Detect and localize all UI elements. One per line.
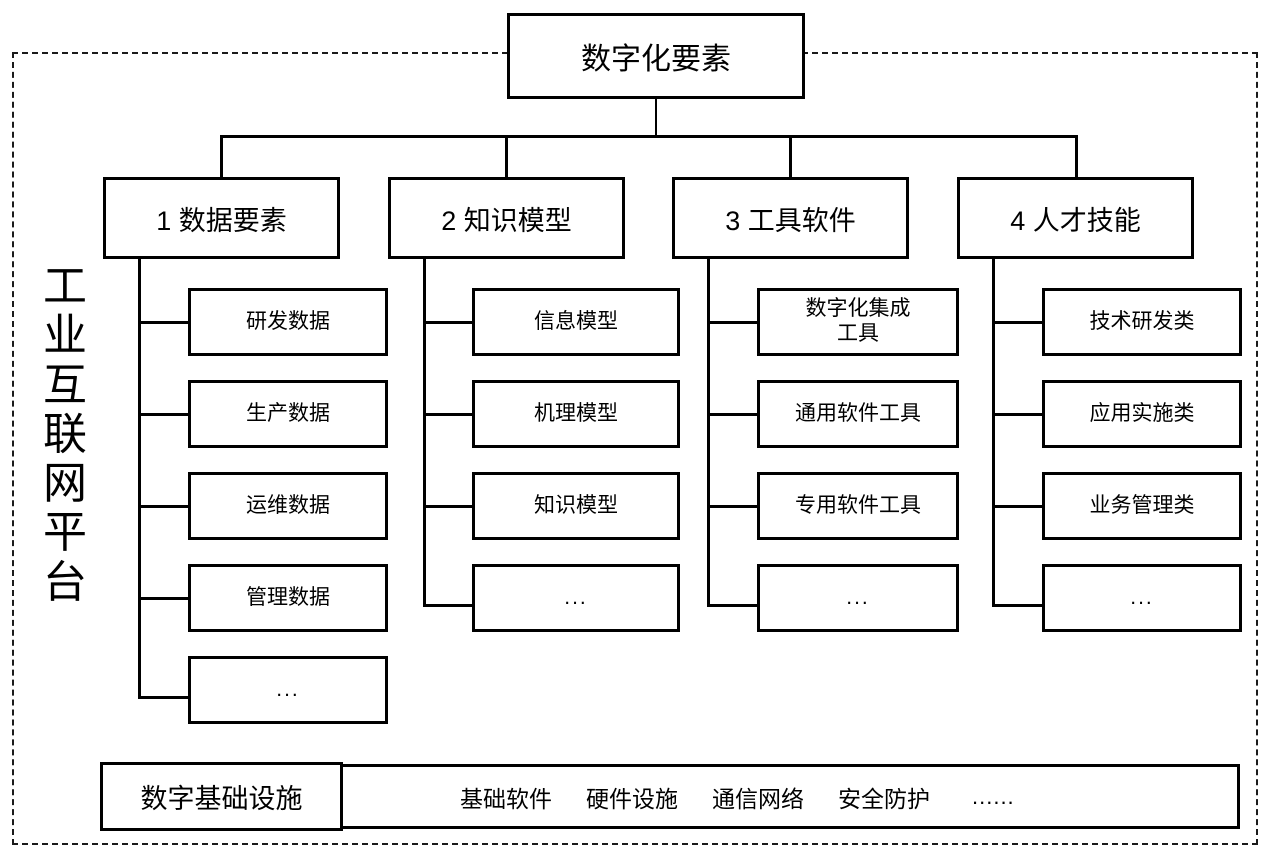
connector-bus-drop-1 [220,135,223,177]
leaf-node-label: 运维数据 [246,493,330,517]
category-node-label: 3 工具软件 [725,205,856,236]
leaf-node-2-1: 信息模型 [472,288,680,356]
connector-bus-drop-2 [505,135,508,177]
connector-stub-2-1 [423,321,475,324]
leaf-node-3-4: ... [757,564,959,632]
platform-label-char: 工 [43,262,87,311]
connector-stub-4-3 [992,505,1044,508]
platform-label-char: 联 [43,409,87,459]
connector-stub-4-2 [992,413,1044,416]
leaf-node-4-1: 技术研发类 [1042,288,1242,356]
connector-stub-4-1 [992,321,1044,324]
connector-stub-2-3 [423,505,475,508]
category-node-label: 4 人才技能 [1010,205,1141,236]
connector-spine-2 [423,259,426,607]
connector-stub-1-1 [138,321,190,324]
infrastructure-item-ellipsis: ...... [972,783,1015,809]
leaf-node-label: ... [1130,585,1154,609]
connector-stub-4-4 [992,604,1044,607]
leaf-node-label: 管理数据 [246,585,330,609]
infrastructure-item: 基础软件 [460,785,552,812]
category-node-2: 2 知识模型 [388,177,625,259]
leaf-node-3-1: 数字化集成 工具 [757,288,959,356]
infrastructure-item: 通信网络 [712,785,804,812]
platform-label-char: 台 [43,557,87,607]
leaf-node-label: ... [846,585,870,609]
leaf-node-label: 数字化集成 工具 [805,297,911,345]
root-node-digital-elements: 数字化要素 [507,13,805,99]
connector-root-bus [220,135,1078,138]
connector-spine-4 [992,259,995,607]
leaf-node-2-4: ... [472,564,680,632]
leaf-node-label: 知识模型 [534,493,618,517]
leaf-node-3-2: 通用软件工具 [757,380,959,448]
leaf-node-label: 应用实施类 [1089,401,1195,425]
leaf-node-1-1: 研发数据 [188,288,388,356]
leaf-node-1-4: 管理数据 [188,564,388,632]
connector-spine-1 [138,259,141,699]
leaf-node-1-3: 运维数据 [188,472,388,540]
connector-stub-1-5 [138,696,190,699]
category-node-4: 4 人才技能 [957,177,1194,259]
infrastructure-item-list: 基础软件 硬件设施 通信网络 安全防护 ...... [400,764,1240,829]
leaf-node-label: 机理模型 [534,401,618,425]
leaf-node-label: 技术研发类 [1089,309,1195,333]
platform-vertical-label: 工 业 互 联 网 平 台 [34,262,96,782]
infrastructure-item: 安全防护 [838,785,930,812]
connector-stub-3-2 [707,413,759,416]
connector-bus-drop-4 [1075,135,1078,177]
infrastructure-item: 硬件设施 [586,785,678,812]
infrastructure-title-label: 数字基础设施 [140,784,303,814]
connector-stub-3-4 [707,604,759,607]
leaf-node-1-2: 生产数据 [188,380,388,448]
leaf-node-label: 信息模型 [534,309,618,333]
leaf-node-label: 专用软件工具 [795,493,921,517]
leaf-node-label: ... [276,677,300,701]
connector-stub-2-4 [423,604,475,607]
category-node-label: 1 数据要素 [156,205,287,236]
leaf-node-2-3: 知识模型 [472,472,680,540]
connector-stub-1-3 [138,505,190,508]
leaf-node-3-3: 专用软件工具 [757,472,959,540]
root-node-label: 数字化要素 [581,43,731,76]
connector-stub-3-3 [707,505,759,508]
connector-stub-2-2 [423,413,475,416]
leaf-node-4-2: 应用实施类 [1042,380,1242,448]
leaf-node-label: 业务管理类 [1089,493,1195,517]
leaf-node-2-2: 机理模型 [472,380,680,448]
connector-root-stem [655,99,657,137]
leaf-node-4-4: ... [1042,564,1242,632]
connector-stub-1-4 [138,597,190,600]
category-node-label: 2 知识模型 [441,205,572,236]
category-node-3: 3 工具软件 [672,177,909,259]
platform-label-char: 网 [43,459,87,509]
platform-label-char: 业 [43,311,87,361]
connector-stub-1-2 [138,413,190,416]
platform-label-char: 平 [43,508,87,558]
leaf-node-4-3: 业务管理类 [1042,472,1242,540]
leaf-node-label: ... [564,585,588,609]
category-node-1: 1 数据要素 [103,177,340,259]
leaf-node-label: 研发数据 [246,309,330,333]
connector-bus-drop-3 [789,135,792,177]
connector-spine-3 [707,259,710,607]
leaf-node-label: 生产数据 [246,401,330,425]
platform-label-char: 互 [43,360,87,410]
infrastructure-title-box: 数字基础设施 [100,762,343,831]
connector-stub-3-1 [707,321,759,324]
leaf-node-label: 通用软件工具 [795,401,921,425]
leaf-node-1-5: ... [188,656,388,724]
platform-boundary-frame [12,52,1258,845]
